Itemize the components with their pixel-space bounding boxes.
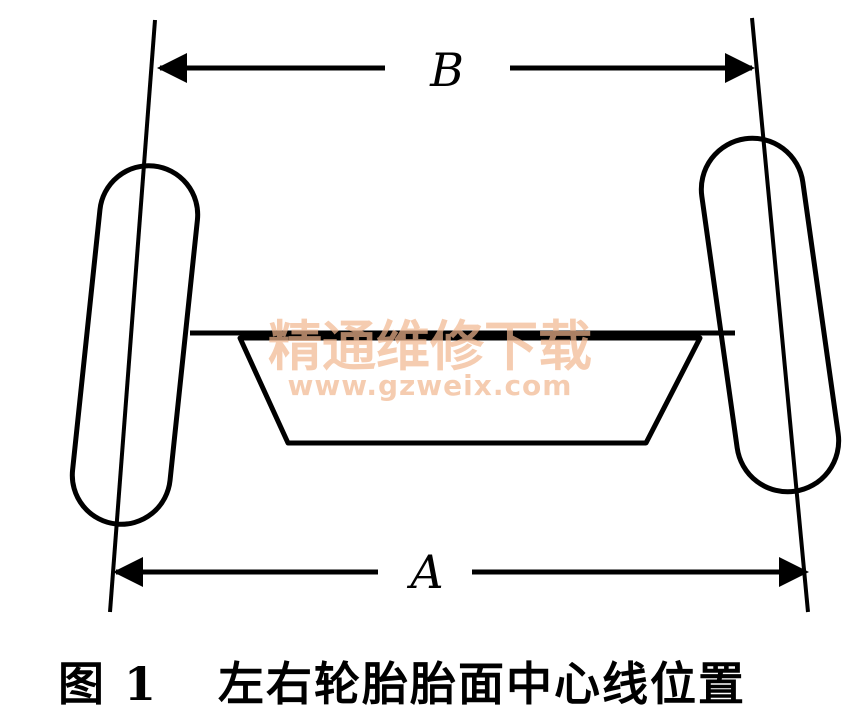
left-tire [69,163,201,527]
figure-number: 图 1 [58,657,159,711]
figure-caption-text: 左右轮胎胎面中心线位置 [218,657,747,711]
right-tire [698,135,842,495]
figure-caption: 图 1 左右轮胎胎面中心线位置 [58,648,746,714]
right-tire-centerline [750,17,810,613]
differential-housing [237,335,703,446]
dimension-a-label: A [406,545,443,599]
toe-alignment-diagram: B A 精通维修下载 www.gzweix.com [69,17,842,613]
left-tire-centerline [108,19,157,613]
watermark-url: www.gzweix.com [288,369,573,402]
watermark-text: 精通维修下载 [268,315,592,378]
dimension-b-label: B [429,43,464,97]
